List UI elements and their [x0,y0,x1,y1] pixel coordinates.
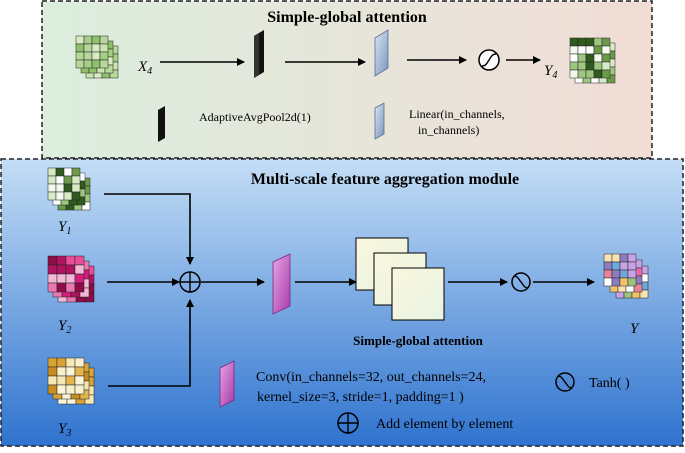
linear-bar [374,29,389,77]
y1-feature-map [47,167,91,211]
legend-add-icon [337,412,359,434]
top-panel [41,0,653,159]
legend-linear-text-2: in_channels) [418,123,479,137]
x4-label: X4 [137,59,152,77]
conv-bar [272,253,291,315]
bottom-panel-title: Multi-scale feature aggregation module [251,171,519,188]
legend-pool-icon [158,106,165,142]
y3-feature-map [47,357,95,405]
arrow-y3-to-add [108,299,194,387]
legend-linear-text-1: Linear(in_channels, [409,107,505,121]
legend-conv-text-2: kernel_size=3, stride=1, padding=1 ) [257,390,464,405]
attention-stack [355,237,445,321]
legend-conv-text-1: Conv(in_channels=32, out_channels=24, [256,370,486,385]
y-output-label: Y [630,321,640,337]
y4-feature-map [569,37,616,84]
attention-stack-label: Simple-global attention [353,333,483,348]
bottom-panel [0,158,684,447]
pool-bar [254,30,264,78]
y2-label: Y2 [58,318,71,336]
y3-label: Y3 [58,421,71,439]
legend-pool-text: AdaptiveAvgPool2d(1) [199,110,311,124]
top-panel-title: Simple-global attention [267,9,427,26]
arrow-y1-to-add [104,193,194,265]
y-output-feature-map [603,253,649,299]
legend-tanh-icon [555,372,575,392]
add-symbol [179,271,201,293]
sigmoid-symbol [478,49,500,71]
tanh-symbol [511,272,531,292]
y2-feature-map [47,255,95,303]
x4-feature-map [75,35,119,79]
legend-add-text: Add element by element [376,417,513,432]
y1-label: Y1 [58,219,71,237]
y4-label: Y4 [544,63,557,81]
legend-tanh-text: Tanh( ) [589,376,630,391]
legend-linear-icon [374,102,385,140]
legend-conv-icon [219,360,235,408]
